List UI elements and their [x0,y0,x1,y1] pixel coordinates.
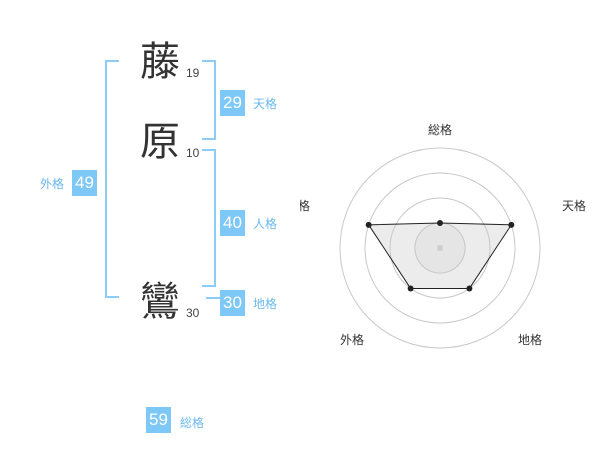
radar-ring [339,147,541,349]
radar-axis-label: 外格 [340,332,364,347]
gaikaku-label: 外格 [40,177,65,191]
gaikaku-value: 49 [72,170,97,196]
radar-axis-label: 総格 [428,122,452,137]
radar-center-dot [437,245,443,251]
radar-axis-label: 天格 [562,198,586,213]
radar-ring [389,197,491,299]
name-char-3: 鸞 [140,279,180,325]
chikaku-label: 地格 [253,297,278,311]
chikaku-connector [206,297,220,299]
jinkaku-bracket [202,149,216,287]
tenkaku-label: 天格 [253,97,278,111]
radar-axis-label: 地格 [518,332,542,347]
radar-point [437,220,443,226]
soukaku-value: 59 [146,407,171,433]
tenkaku-bracket [202,60,216,140]
soukaku-label: 総格 [180,416,205,430]
radar-point [508,221,515,228]
radar-polygon [367,222,513,289]
stroke-count-1: 19 [186,66,200,80]
radar-point [365,221,372,228]
chikaku-value: 30 [220,290,245,316]
stroke-count-3: 30 [186,306,200,320]
jinkaku-value: 40 [220,210,245,236]
radar-axis-label: 人格 [300,198,310,213]
radar-ring [364,172,516,324]
radar-point [407,285,414,292]
radar-point [466,285,473,292]
tenkaku-value: 29 [220,90,245,116]
stroke-count-2: 10 [186,146,200,160]
name-char-2: 原 [140,119,180,165]
gaikaku-bracket [105,60,119,298]
jinkaku-label: 人格 [253,217,278,231]
name-char-1: 藤 [140,39,180,85]
